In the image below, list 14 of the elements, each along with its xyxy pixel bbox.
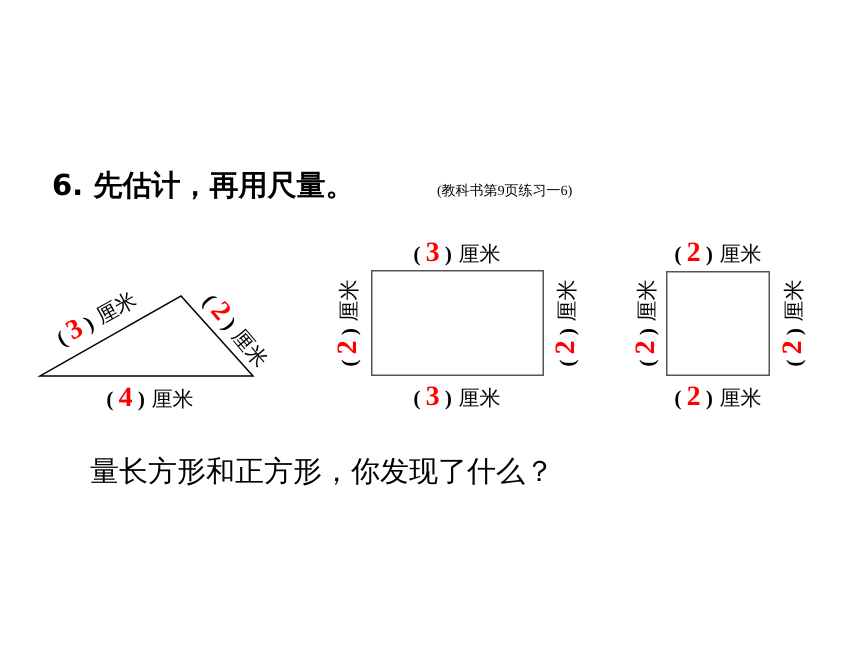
source-note: (教科书第9页练习一6) — [437, 182, 572, 200]
measurement-label: (2) 厘米 — [674, 239, 762, 267]
measurement-label: (2) 厘米 — [674, 383, 762, 411]
measurement-label: (2) 厘米 — [552, 279, 580, 367]
question-title: 6. 先估计，再用尺量。 — [52, 167, 354, 204]
measurement-label: (3) 厘米 — [413, 239, 501, 267]
measurement-label: (2) 厘米 — [779, 279, 807, 367]
measurement-label: (2) 厘米 — [334, 279, 362, 367]
measurement-label: (2) 厘米 — [197, 288, 274, 372]
measurement-label: (3) 厘米 — [52, 286, 141, 352]
measurement-label: (2) 厘米 — [632, 279, 660, 367]
measurement-label: (4) 厘米 — [106, 384, 194, 412]
measurement-label: (3) 厘米 — [413, 383, 501, 411]
question-text: 量长方形和正方形，你发现了什么？ — [90, 453, 554, 490]
